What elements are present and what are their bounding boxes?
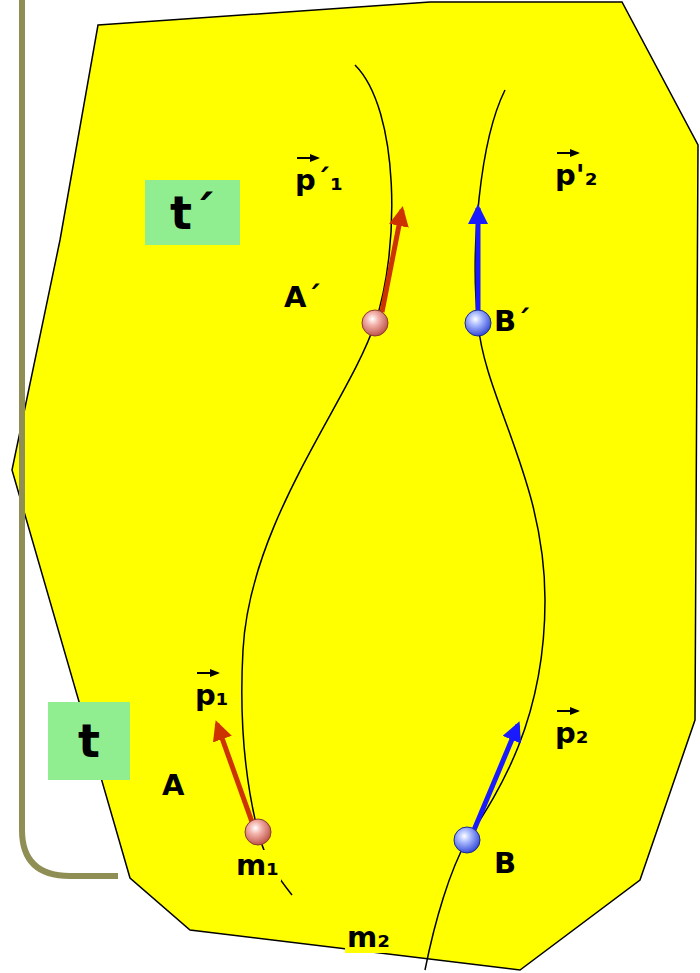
time-label: t´: [170, 190, 215, 236]
vector-arrow: [557, 710, 578, 712]
vector-arrow: [197, 672, 218, 674]
particle: [362, 310, 388, 336]
momentum-label: p´₁: [293, 165, 345, 196]
system-region: [12, 2, 698, 970]
time-box: t´: [145, 180, 240, 245]
momentum-label: p₂: [553, 718, 590, 749]
momentum-arrow: [217, 724, 252, 822]
momentum-label: p'₂: [553, 160, 599, 191]
trajectory-1: [242, 65, 392, 895]
vector-arrow: [557, 152, 578, 154]
time-box: t: [48, 702, 130, 780]
momentum-arrow: [474, 725, 518, 830]
mass-label: m₂: [345, 922, 392, 953]
time-label: t: [78, 718, 100, 764]
particle: [454, 827, 480, 853]
point-label: A´: [282, 282, 323, 313]
particle: [465, 310, 491, 336]
trajectory-2: [425, 90, 545, 970]
momentum-arrow: [476, 208, 481, 312]
mass-label: m₁: [234, 850, 281, 881]
point-label: B´: [492, 306, 533, 337]
vector-arrow: [297, 157, 318, 159]
particle: [245, 819, 271, 845]
point-label: B: [492, 848, 518, 879]
momentum-arrow: [382, 210, 402, 312]
point-label: A: [160, 770, 186, 801]
momentum-label: p₁: [193, 680, 230, 711]
